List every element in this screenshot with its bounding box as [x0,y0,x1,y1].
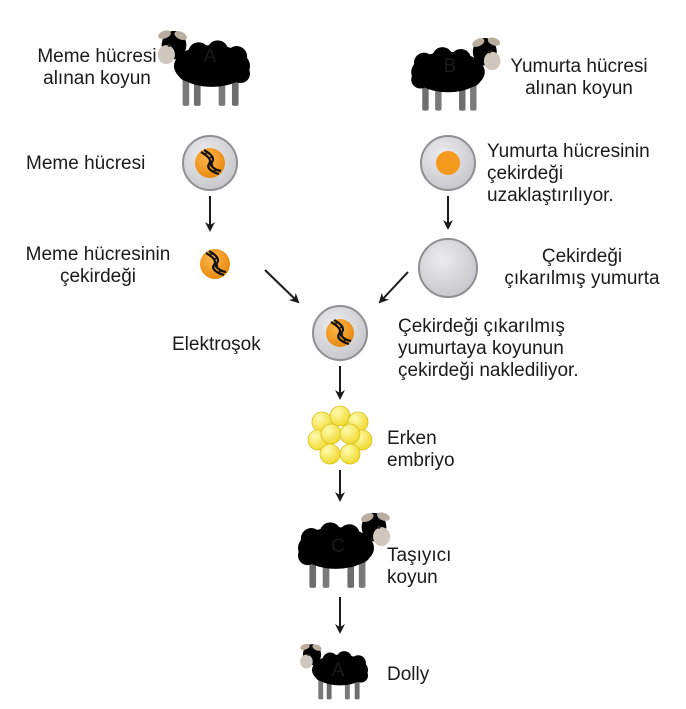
dolly-letter: A [332,660,345,681]
mammary-nucleus-icon [200,249,230,279]
sheep-a-letter: A [204,46,217,67]
fused-cell-icon [312,305,368,361]
early-embryo-icon [307,405,373,465]
embryo-label: Erken embriyo [387,428,455,471]
enucleated-egg-label: Çekirdeği çıkarılmış yumurta [504,246,660,289]
sheep-c-letter: C [331,536,345,557]
mammary-cell-icon [182,135,238,191]
sheep-b-label: Yumurta hücresi alınan koyun [510,56,648,99]
dolly-label: Dolly [387,664,430,685]
sheep-b-letter: B [444,56,457,77]
egg-cell-icon [420,135,476,191]
egg-cell-label: Yumurta hücresinin çekirdeği uzaklaştırı… [487,141,650,206]
mammary-cell-label: Meme hücresi [26,153,146,174]
enucleated-egg-icon [418,238,478,298]
electroshock-label: Elektroşok [172,334,261,355]
arrow-diagonal-right [378,271,409,304]
arrow-diagonal-left [264,269,300,304]
nucleus-transfer-label: Çekirdeği çıkarılmış yumurtaya koyunun ç… [398,316,579,381]
mammary-nucleus-label: Meme hücresinin çekirdeği [25,244,171,287]
sheep-c-label: Taşıyıcı koyun [387,545,452,588]
sheep-a-label: Meme hücresi alınan koyun [37,46,157,89]
